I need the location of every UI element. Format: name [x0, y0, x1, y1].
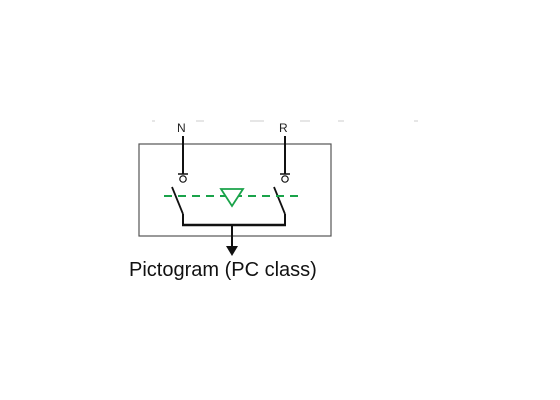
output-arrow-icon: [226, 246, 238, 256]
background-artifacts: [152, 120, 418, 122]
contact-circle-r: [281, 175, 289, 183]
switch-contact-icon: [273, 186, 286, 225]
switch-contact-icon: [171, 186, 184, 225]
contact-circle-n: [179, 175, 187, 183]
terminal-label-r: R: [279, 121, 288, 135]
enclosure-frame: [138, 143, 332, 237]
diagram-caption: Pictogram (PC class): [129, 259, 317, 281]
terminal-label-n: N: [177, 121, 186, 135]
link-triangle-icon: [219, 188, 245, 208]
